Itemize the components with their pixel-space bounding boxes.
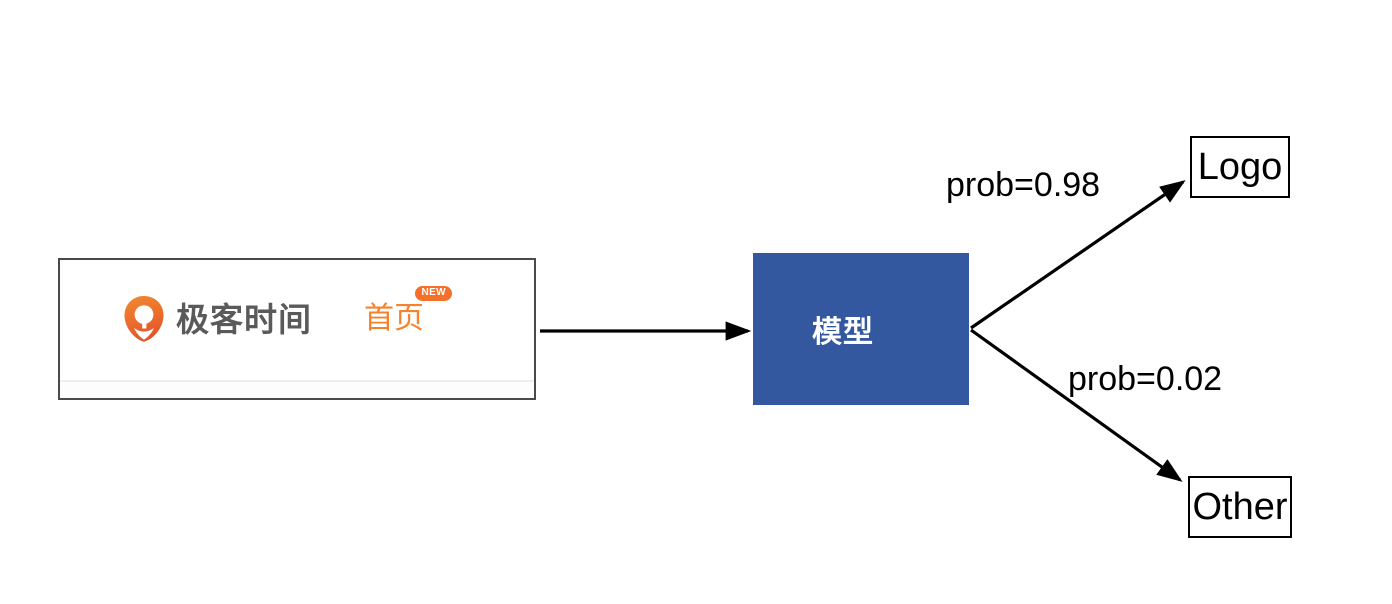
model-box: 模型 [753,253,969,405]
geektime-pin-logo-icon [122,295,166,343]
site-navbar: 极客时间 首页 NEW [60,260,534,378]
new-badge: NEW [415,286,452,301]
outcome-box-other: Other [1188,476,1292,538]
nav-home-label: 首页 [364,301,424,336]
brand-block: 极客时间 [122,295,312,343]
arrow-model-to-other [970,328,1183,482]
outcome-label-logo: Logo [1197,146,1283,188]
screenshot-content: 极客时间 首页 NEW [60,260,534,398]
nav-item-home[interactable]: 首页 NEW [364,286,452,336]
edge-label-prob-logo: prob=0.98 [946,166,1101,204]
screenshot-footer-strip [60,382,534,398]
input-screenshot-thumbnail: 极客时间 首页 NEW [58,258,536,400]
outcome-label-other: Other [1192,486,1288,528]
edge-label-prob-other: prob=0.02 [1068,360,1223,398]
model-label: 模型 [812,315,874,350]
brand-name-label: 极客时间 [176,299,312,339]
navbar-divider [60,380,534,382]
outcome-box-logo: Logo [1190,136,1290,198]
